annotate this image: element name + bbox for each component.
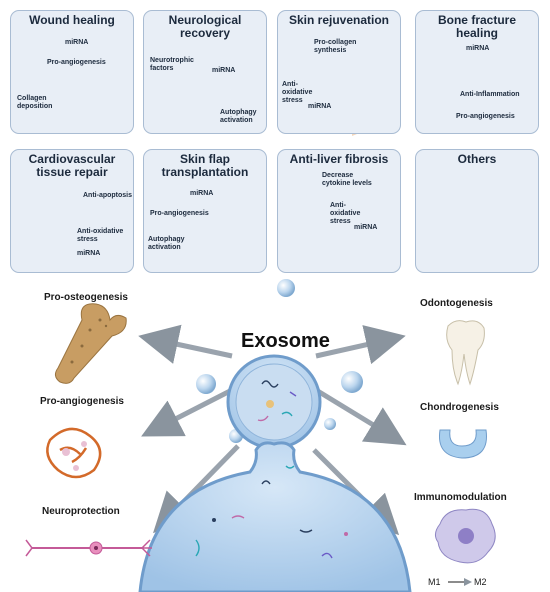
label-pro-angiogenesis: Pro-angiogenesis [40, 396, 124, 407]
panel-label: Pro-collagen synthesis [314, 39, 357, 54]
panel-title: Anti-liver fibrosis [289, 152, 389, 166]
panel-label: Autophagy activation [220, 109, 257, 124]
panel-skin-flap-transplantation: Skin flap transplantation miRNA Pro-angi… [143, 149, 267, 273]
panel-label: Pro-angiogenesis [150, 210, 209, 217]
panel-label: miRNA [354, 224, 378, 231]
panel-label: miRNA [77, 250, 101, 257]
label-immunomodulation: Immunomodulation [414, 492, 507, 503]
panel-label: Anti-Inflammation [460, 91, 520, 98]
center-art [138, 279, 412, 592]
panel-label: miRNA [308, 103, 332, 110]
panel-title: Others [457, 152, 497, 166]
cartilage-art [438, 429, 487, 459]
macrophage-art [434, 508, 496, 586]
panel-title: Skin flap transplantation [161, 152, 249, 179]
label-odontogenesis: Odontogenesis [420, 298, 493, 309]
panel-label: Neurotrophic factors [150, 57, 194, 72]
panel-label: miRNA [466, 45, 490, 52]
panel-title: Wound healing [29, 13, 115, 27]
panel-label: Decrease cytokine levels [322, 172, 372, 187]
panel-label: Anti-oxidative stress [77, 228, 124, 243]
panel-label: miRNA [65, 39, 89, 46]
panel-cardiovascular-tissue-repair: Cardiovascular tissue repair Anti-apopto… [10, 149, 134, 273]
panel-title: Neurological recovery [168, 13, 242, 40]
panel-anti-liver-fibrosis: Anti-liver fibrosis Decrease cytokine le… [277, 149, 401, 273]
panel-label: Collagen deposition [17, 95, 53, 110]
vessel-art [46, 427, 102, 479]
panel-label: Pro-angiogenesis [456, 113, 515, 120]
panel-title: Cardiovascular tissue repair [28, 152, 116, 179]
panel-label: Anti-oxidative stress [330, 202, 361, 225]
bone-large-art [54, 303, 127, 384]
panel-wound-healing: Wound healing miRNA Pro-angiogenesis Col… [10, 10, 134, 134]
label-m1: M1 [428, 577, 441, 587]
label-m2: M2 [474, 577, 487, 587]
label-neuroprotection: Neuroprotection [42, 506, 120, 517]
panel-title: Skin rejuvenation [288, 13, 390, 27]
panel-neurological-recovery: Neurological recovery Neurotrophic facto… [143, 10, 267, 134]
label-chondrogenesis: Chondrogenesis [420, 402, 499, 413]
neuron-art [25, 539, 152, 557]
tooth-art [446, 320, 485, 386]
panel-label: Anti-apoptosis [83, 192, 132, 199]
label-pro-osteogenesis: Pro-osteogenesis [44, 292, 128, 303]
panel-label: Autophagy activation [148, 236, 185, 251]
exosome-title: Exosome [241, 330, 330, 352]
panel-label: miRNA [212, 67, 236, 74]
panel-label: Anti-oxidative stress [282, 81, 313, 104]
panel-label: miRNA [190, 190, 214, 197]
panel-label: Pro-angiogenesis [47, 59, 106, 66]
panel-skin-rejuvenation: Skin rejuvenation Pro-collagen synthesis… [277, 10, 401, 134]
panel-others: Others [415, 149, 539, 273]
panel-title: Bone fracture healing [437, 13, 517, 40]
panel-bone-fracture-healing: Bone fracture healing miRNA Anti-Inflamm… [415, 10, 539, 134]
